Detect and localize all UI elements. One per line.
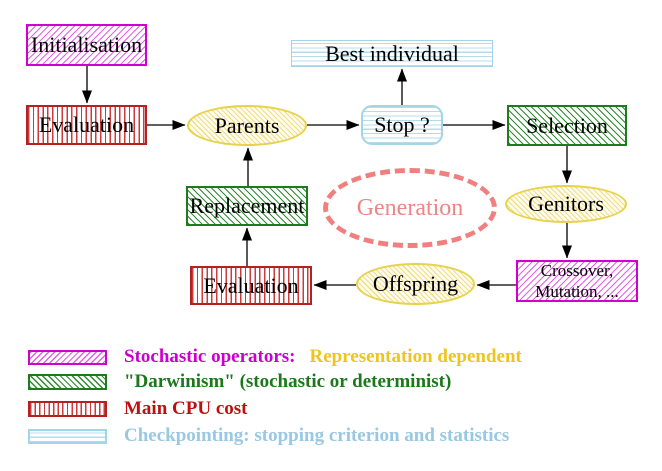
legend-row-stochastic: Stochastic operators: Representation dep… <box>28 346 522 368</box>
legend-swatch-darwinism <box>28 374 107 390</box>
node-evaluation-bottom: Evaluation <box>190 266 312 305</box>
legend-label-stochastic: Stochastic operators: <box>124 346 296 367</box>
legend-label-checkpointing: Checkpointing: stopping criterion and st… <box>124 425 510 446</box>
node-initialisation: Initialisation <box>26 24 147 66</box>
node-offspring: Offspring <box>356 263 475 305</box>
legend-row-checkpointing: Checkpointing: stopping criterion and st… <box>28 425 509 447</box>
legend-label-representation: Representation dependent <box>309 346 522 367</box>
legend-row-darwinism: "Darwinism" (stochastic or determinist) <box>28 371 451 393</box>
legend-swatch-checkpointing <box>28 428 107 444</box>
crossover-line1: Crossover, <box>540 260 614 280</box>
legend-swatch-cpu <box>28 401 107 417</box>
legend-label-darwinism: "Darwinism" (stochastic or determinist) <box>124 371 452 392</box>
legend-swatch-stochastic <box>28 349 107 365</box>
generation-label: Generation <box>356 194 464 221</box>
node-best-individual: Best individual <box>291 40 493 67</box>
crossover-line2: Mutation, ... <box>535 282 619 301</box>
node-selection: Selection <box>507 105 627 146</box>
node-genitors: Genitors <box>505 185 627 223</box>
node-replacement: Replacement <box>186 186 308 226</box>
legend-row-cpu: Main CPU cost <box>28 398 247 420</box>
legend-label-cpu: Main CPU cost <box>124 398 248 419</box>
generation-cycle-ellipse: Generation <box>323 168 497 248</box>
node-stop: Stop ? <box>361 105 443 145</box>
node-parents: Parents <box>187 105 307 146</box>
node-crossover-mutation: Crossover, Mutation, ... <box>516 260 638 302</box>
node-evaluation-top: Evaluation <box>26 105 147 145</box>
